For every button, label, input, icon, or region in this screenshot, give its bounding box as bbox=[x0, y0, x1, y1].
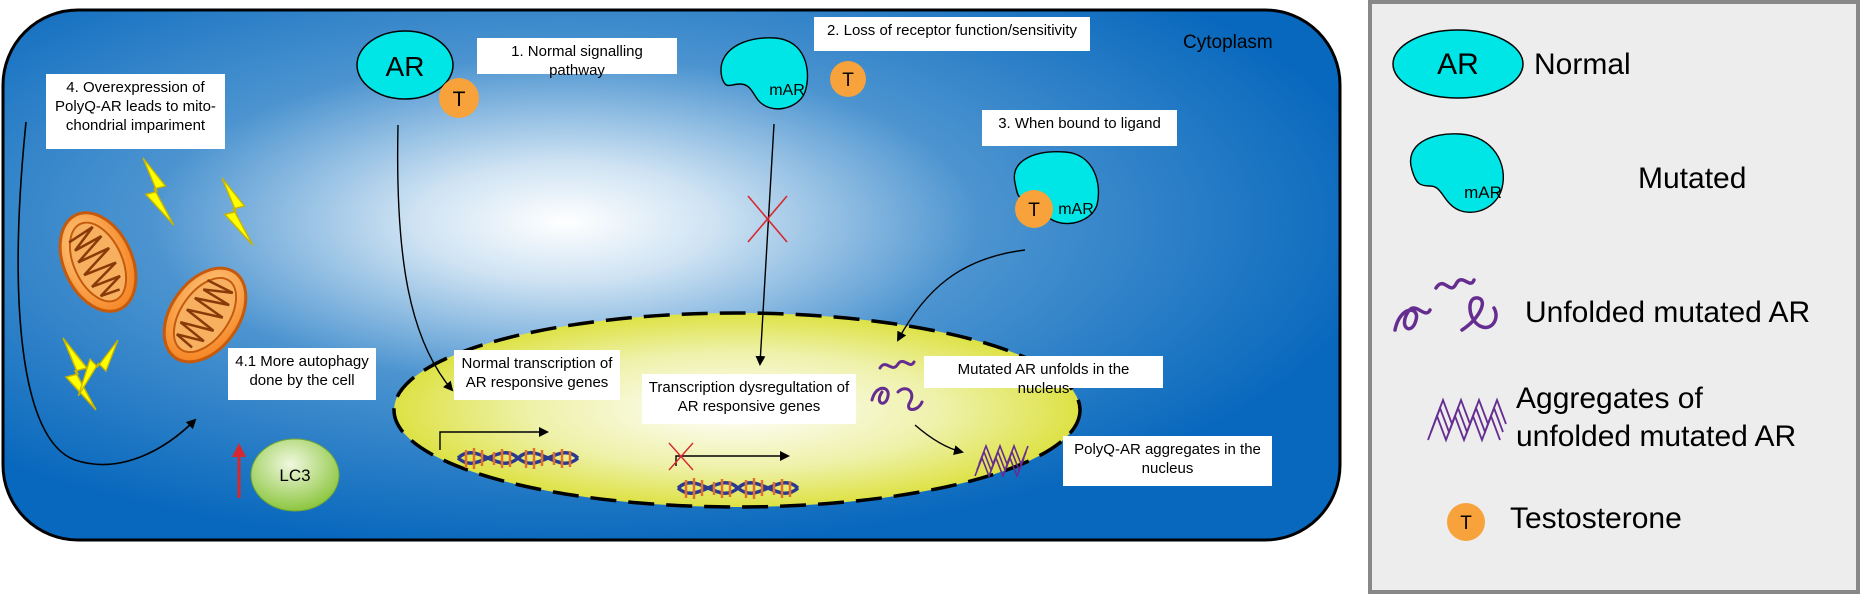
svg-text:T: T bbox=[1028, 200, 1040, 221]
autophagy-arrow bbox=[17, 121, 197, 466]
label-step4-1: 4.1 More autophagy done by the cell bbox=[228, 348, 376, 400]
pathway-arrow-bound bbox=[897, 249, 1026, 342]
legend-label-unfolded: Unfolded mutated AR bbox=[1525, 296, 1811, 329]
legend-testosterone-icon: T bbox=[1447, 503, 1485, 541]
transcription-arrow-normal bbox=[439, 427, 549, 450]
svg-text:T: T bbox=[842, 70, 854, 91]
aggregation-arrow bbox=[914, 424, 964, 456]
unfolded-ar-icon bbox=[870, 359, 924, 411]
svg-text:LC3: LC3 bbox=[279, 466, 310, 485]
svg-text:AR: AR bbox=[1437, 48, 1479, 81]
label-step1: 1. Normal signalling pathway bbox=[477, 38, 677, 79]
cytoplasm-label: Cytoplasm bbox=[1183, 32, 1273, 53]
label-normal-transcription: Normal transcription of AR responsive ge… bbox=[454, 350, 620, 400]
testosterone-icon: T bbox=[1015, 190, 1053, 228]
lc3-protein: LC3 bbox=[250, 438, 340, 512]
svg-text:AR: AR bbox=[386, 51, 425, 82]
svg-text:T: T bbox=[1460, 513, 1472, 534]
legend-mutated-ar-icon: mAR bbox=[1409, 133, 1504, 213]
mutated-ar-bound: mAR bbox=[1013, 151, 1100, 225]
aggregate-icon bbox=[974, 443, 1029, 479]
ar-receptor: AR bbox=[356, 30, 454, 100]
svg-text:T: T bbox=[453, 88, 466, 111]
blocked-cross-icon bbox=[747, 195, 788, 243]
pathway-arrow-mutated bbox=[755, 123, 775, 366]
mutated-ar-receptor: mAR bbox=[720, 37, 809, 110]
label-dysregulation: Transcription dysregultation of AR respo… bbox=[642, 374, 856, 424]
legend-label-mutated: Mutated bbox=[1638, 162, 1747, 195]
legend-label-testosterone: Testosterone bbox=[1510, 502, 1682, 535]
legend-label-normal: Normal bbox=[1534, 48, 1631, 81]
svg-text:mAR: mAR bbox=[1058, 201, 1094, 218]
svg-text:mAR: mAR bbox=[1464, 183, 1502, 202]
label-step3: 3. When bound to ligand bbox=[982, 110, 1177, 146]
svg-text:mAR: mAR bbox=[769, 82, 805, 99]
testosterone-icon: T bbox=[439, 78, 479, 118]
legend-ar-icon: AR bbox=[1392, 29, 1524, 99]
label-aggregates: PolyQ-AR aggregates in the nucleus bbox=[1063, 436, 1272, 486]
label-step2: 2. Loss of receptor function/sensitivity bbox=[814, 17, 1090, 51]
label-step4: 4. Overexpression of PolyQ-AR leads to m… bbox=[46, 74, 225, 149]
label-unfolds: Mutated AR unfolds in the nucleus bbox=[924, 356, 1163, 397]
legend-panel bbox=[1368, 0, 1860, 594]
legend-unfolded-ar-icon bbox=[1393, 277, 1498, 332]
testosterone-icon: T bbox=[830, 61, 866, 97]
legend-aggregate-icon bbox=[1427, 397, 1507, 443]
blocked-cross-icon bbox=[668, 442, 694, 471]
legend-label-aggregates: Aggregates of unfolded mutated AR bbox=[1516, 382, 1797, 453]
pathway-arrow-normal bbox=[396, 124, 454, 392]
